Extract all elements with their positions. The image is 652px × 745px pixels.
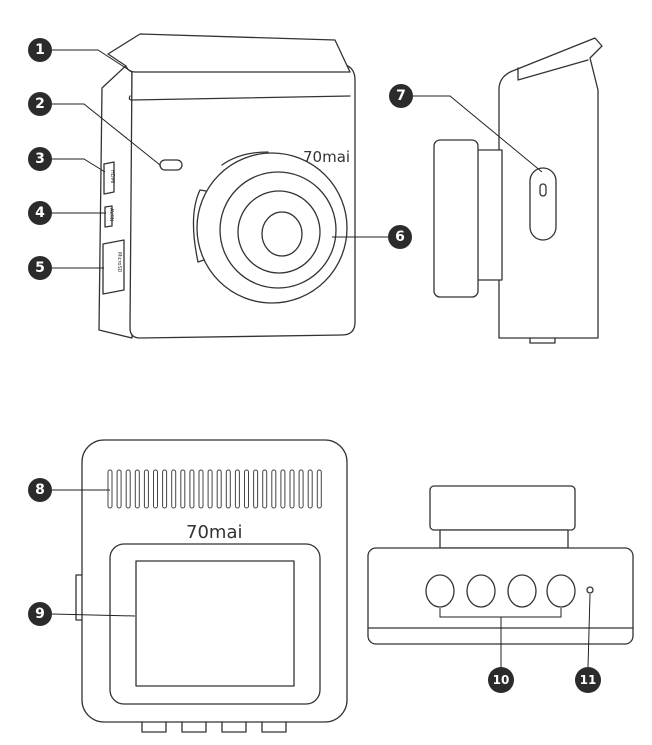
lens-middle-ring — [219, 171, 337, 289]
hdmi-port-label: HDMI — [109, 170, 115, 183]
vent-slot — [153, 469, 158, 509]
lens-inner-ring — [237, 190, 321, 274]
svg-text:6: 6 — [395, 229, 405, 245]
rear-side-button — [75, 574, 83, 621]
vent-slot — [316, 469, 322, 509]
av-in-port — [104, 205, 113, 228]
vent-slot — [271, 469, 277, 509]
callout-3: 3 — [28, 147, 52, 171]
mount-neck — [439, 529, 569, 549]
callout-9: 9 — [28, 602, 52, 626]
svg-text:10: 10 — [493, 673, 510, 687]
svg-text:5: 5 — [35, 260, 45, 276]
callout-2: 2 — [28, 92, 52, 116]
side-base-tab — [529, 337, 556, 344]
vent-slot — [189, 469, 195, 509]
callout-6: 6 — [388, 225, 412, 249]
callout-badges: 1 2 3 4 5 6 7 8 9 10 11 — [28, 38, 601, 693]
front-three-quarter-view: 70mai HDMI AV/IN MicroSD — [98, 33, 356, 339]
feature-button-1 — [425, 574, 455, 608]
callout-7: 7 — [389, 84, 413, 108]
lens-hood-top — [221, 151, 269, 166]
vent-slot — [289, 469, 295, 509]
vent-slot — [298, 469, 304, 509]
leader-lines — [51, 49, 591, 669]
svg-text:11: 11 — [580, 673, 597, 687]
svg-text:7: 7 — [396, 88, 406, 104]
mount-block — [429, 485, 576, 531]
vent-slot — [225, 469, 231, 509]
callout-5: 5 — [28, 256, 52, 280]
rear-view: 70mai — [75, 439, 348, 733]
vent-slot — [207, 469, 213, 509]
av-in-port-label: AV/IN — [108, 208, 114, 222]
front-logo: 70mai — [303, 148, 350, 166]
feature-button-4 — [546, 574, 576, 608]
callout-8: 8 — [28, 478, 52, 502]
vent-slot — [107, 469, 113, 509]
vent-slot — [307, 469, 313, 509]
side-lens-profile — [433, 139, 479, 298]
vent-slot — [171, 469, 177, 509]
microsd-slot — [102, 239, 125, 295]
power-button — [529, 167, 557, 241]
bottom-view — [367, 485, 634, 645]
svg-text:2: 2 — [35, 96, 45, 112]
vent-slot — [216, 469, 222, 509]
vent-slot — [244, 469, 249, 509]
vent-slot — [280, 469, 286, 509]
speaker-vents — [107, 469, 322, 509]
svg-text:1: 1 — [35, 42, 45, 58]
feature-button-3 — [507, 574, 537, 608]
side-mount-detail — [517, 59, 589, 81]
callout-11: 11 — [575, 667, 601, 693]
callout-10: 10 — [488, 667, 514, 693]
hdmi-port — [103, 161, 115, 195]
mount-plate — [107, 33, 351, 73]
vent-slot — [125, 469, 131, 509]
feature-button-2 — [466, 574, 496, 608]
vent-slot — [253, 469, 259, 509]
side-profile-view — [433, 37, 603, 344]
rear-logo: 70mai — [186, 522, 242, 543]
callout-1: 1 — [28, 38, 52, 62]
svg-text:9: 9 — [35, 606, 45, 622]
vent-slot — [262, 469, 268, 509]
power-button-icon — [539, 183, 547, 197]
svg-text:4: 4 — [35, 205, 45, 221]
vent-slot — [198, 469, 204, 509]
mount-plate-edge — [128, 95, 351, 101]
indicator-light — [159, 159, 183, 171]
svg-text:3: 3 — [35, 151, 45, 167]
vent-slot — [116, 469, 122, 509]
side-stem — [475, 149, 503, 281]
camera-side-face — [98, 59, 133, 339]
vent-slot — [180, 469, 186, 509]
vent-slot — [162, 469, 168, 509]
vent-slot — [234, 469, 240, 509]
svg-text:8: 8 — [35, 482, 45, 498]
callout-4: 4 — [28, 201, 52, 225]
vent-slot — [143, 469, 149, 509]
microsd-slot-label: MicroSD — [116, 252, 122, 273]
display-screen — [135, 560, 295, 687]
rear-feet — [141, 721, 287, 733]
vent-slot — [134, 469, 140, 509]
lens-glass — [261, 211, 303, 257]
microphone-hole — [586, 586, 594, 594]
